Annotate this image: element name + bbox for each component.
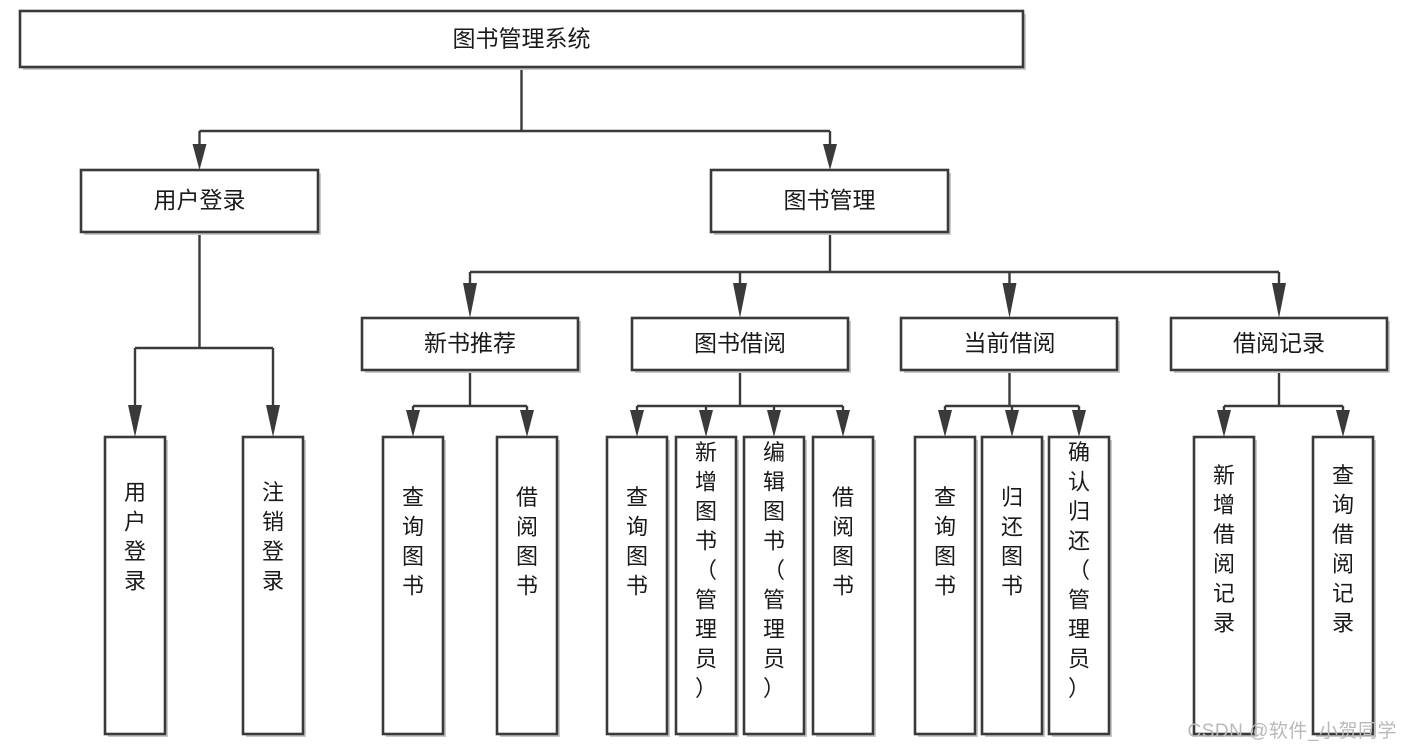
leaf-edit-book[interactable]: 编辑图书（管理员）	[742, 435, 807, 737]
arrowhead-leaf-confirm-return	[1072, 410, 1086, 437]
leaf-query-book-1-label: 查询图书	[402, 485, 424, 599]
leaf-return-book-box	[980, 435, 1044, 736]
leaf-add-book-box	[674, 435, 738, 736]
leaf-return-book-label: 归还图书	[1001, 485, 1023, 599]
node-book-borrow[interactable]: 图书借阅	[630, 316, 851, 373]
node-root-system[interactable]: 图书管理系统	[18, 9, 1026, 70]
arrowhead-leaf-user-logout	[266, 405, 280, 437]
leaf-query-record-label: 查询借阅记录	[1332, 463, 1354, 636]
leaf-query-book-1-box	[381, 435, 445, 736]
arrowhead-leaf-return-book	[1005, 410, 1019, 437]
leaf-query-book-2-box	[605, 435, 669, 736]
leaf-add-record[interactable]: 新增借阅记录	[1192, 435, 1257, 737]
leaf-user-login[interactable]: 用户登录	[103, 435, 168, 737]
leaf-add-book-label: 新增图书（管理员）	[695, 440, 717, 701]
node-borrow-record[interactable]: 借阅记录	[1169, 316, 1390, 373]
nbr-label: 新书推荐	[424, 330, 516, 356]
arrowhead-leaf-borrow-book-1	[520, 410, 534, 437]
arrowhead-user-login	[192, 144, 207, 170]
leaf-query-book-1[interactable]: 查询图书	[381, 435, 446, 737]
leaf-add-record-box	[1192, 435, 1256, 736]
node-new-book-recommend[interactable]: 新书推荐	[360, 316, 581, 373]
leaf-borrow-book-1[interactable]: 借阅图书	[495, 435, 560, 737]
arrowhead-book-manage	[823, 144, 837, 170]
arrowhead-leaf-add-record	[1217, 410, 1231, 437]
nbr-box	[360, 316, 580, 372]
leaf-edit-book-box	[742, 435, 806, 736]
leaf-add-record-label: 新增借阅记录	[1213, 463, 1235, 636]
cb-box	[899, 316, 1119, 372]
leaf-user-logout-label: 注销登录	[262, 480, 284, 594]
arrowhead-leaf-user-login	[128, 405, 142, 437]
leaf-query-book-3[interactable]: 查询图书	[913, 435, 978, 737]
node-book-manage[interactable]: 图书管理	[709, 168, 951, 235]
leaf-query-record-box	[1311, 435, 1375, 736]
root-box	[18, 9, 1025, 69]
user-login-box	[79, 168, 320, 234]
leaf-return-book[interactable]: 归还图书	[980, 435, 1045, 737]
leaf-query-book-2[interactable]: 查询图书	[605, 435, 670, 737]
arrowhead-leaf-query-book-2	[630, 410, 644, 437]
connectors-layer	[128, 67, 1350, 437]
leaf-query-book-3-label: 查询图书	[934, 485, 956, 599]
leaf-user-login-label: 用户登录	[124, 480, 146, 594]
leaf-borrow-book-2[interactable]: 借阅图书	[811, 435, 876, 737]
bb-label: 图书借阅	[694, 330, 786, 356]
leaf-query-record[interactable]: 查询借阅记录	[1311, 435, 1376, 737]
leaf-confirm-return-label: 确认归还（管理员）	[1068, 440, 1090, 701]
arrowhead-leaf-edit-book	[767, 410, 781, 437]
br-label: 借阅记录	[1233, 330, 1325, 356]
arrowhead-leaf-query-record	[1336, 410, 1350, 437]
leaf-add-book[interactable]: 新增图书（管理员）	[674, 435, 739, 737]
cb-label: 当前借阅	[964, 330, 1056, 356]
csdn-watermark: CSDN @软件_小贺同学	[1187, 721, 1397, 742]
leaf-user-logout-box	[241, 435, 305, 736]
node-current-borrow[interactable]: 当前借阅	[899, 316, 1120, 373]
leaf-borrow-book-1-label: 借阅图书	[516, 485, 538, 599]
arrowhead-leaf-borrow-book-2	[836, 410, 850, 437]
leaf-borrow-book-2-label: 借阅图书	[832, 485, 854, 599]
node-user-login[interactable]: 用户登录	[79, 168, 321, 235]
leaf-edit-book-label: 编辑图书（管理员）	[763, 440, 785, 701]
leaf-user-logout[interactable]: 注销登录	[241, 435, 306, 737]
arrowhead-borrow-record	[1272, 283, 1286, 318]
arrowhead-book-borrow	[733, 283, 747, 318]
leaf-confirm-return[interactable]: 确认归还（管理员）	[1047, 435, 1112, 737]
leaf-query-book-3-box	[913, 435, 977, 736]
leaf-confirm-return-box	[1047, 435, 1111, 736]
leaf-borrow-book-2-box	[811, 435, 875, 736]
arrowhead-leaf-add-book	[699, 410, 713, 437]
book-manage-label: 图书管理	[784, 187, 876, 213]
bb-box	[630, 316, 850, 372]
leaf-query-book-2-label: 查询图书	[626, 485, 648, 599]
user-login-label: 用户登录	[154, 187, 246, 213]
arrowhead-new-book-recommend	[463, 283, 477, 318]
root-label: 图书管理系统	[453, 26, 591, 52]
leaf-borrow-book-1-box	[495, 435, 559, 736]
book-manage-box	[709, 168, 950, 234]
arrowhead-leaf-query-book-3	[938, 410, 952, 437]
leaf-user-login-box	[103, 435, 167, 736]
arrowhead-current-borrow	[1002, 283, 1017, 318]
arrowhead-leaf-query-book-1	[406, 410, 420, 437]
br-box	[1169, 316, 1389, 372]
